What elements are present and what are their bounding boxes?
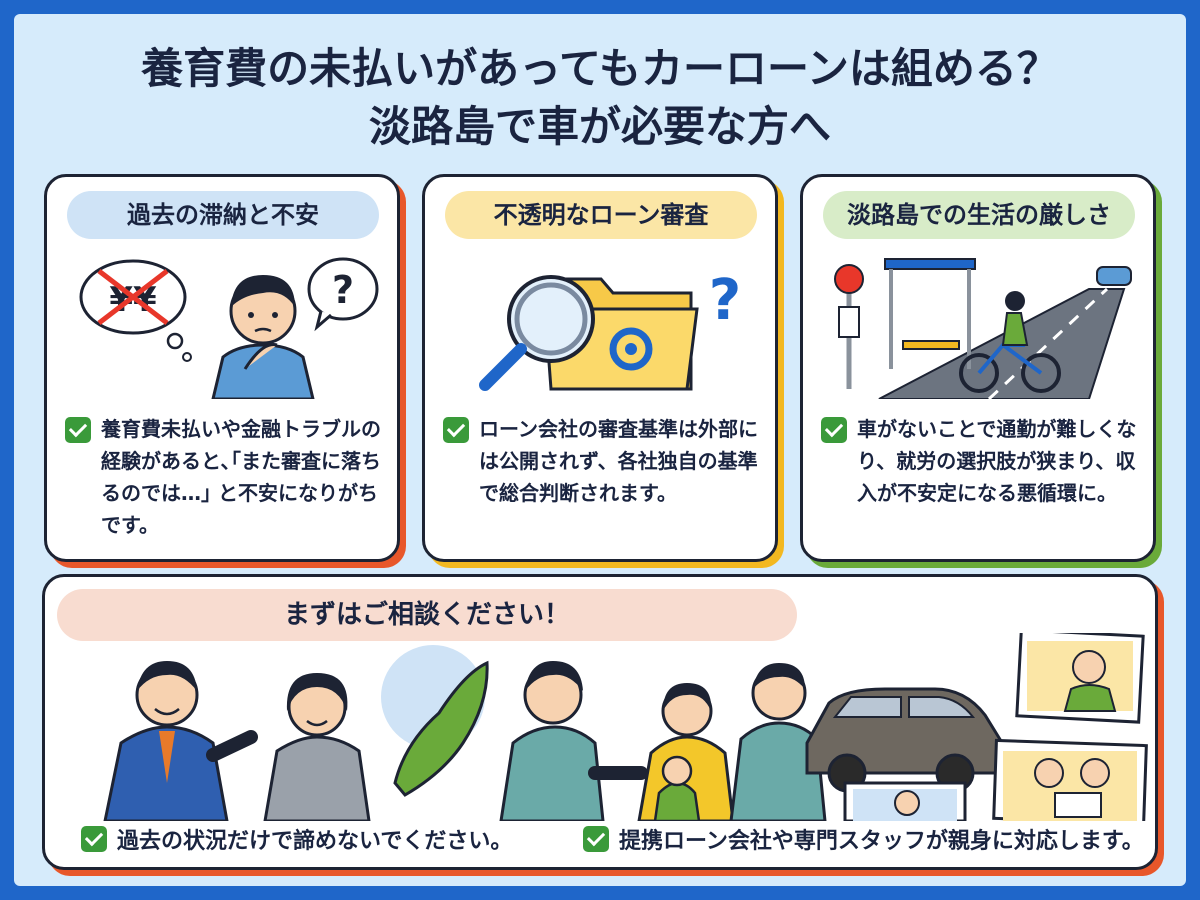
- staff-man-icon: [103, 661, 258, 821]
- car-icon: [1096, 266, 1132, 286]
- checkmark-icon: [583, 826, 609, 852]
- card-2-heading: 不透明なローン審査: [445, 191, 757, 239]
- card-3-text: 車がないことで通勤が難しくなり、就労の選択肢が狭まり、収入が不安定になる悪循環に…: [857, 417, 1137, 505]
- card-1-heading: 過去の滞納と不安: [67, 191, 379, 239]
- title-line-2: 淡路島で車が必要な方へ: [368, 102, 831, 151]
- family-icon: [637, 663, 827, 821]
- question-icon: ?: [307, 257, 379, 332]
- card-opaque-review: 不透明なローン審査 ? ローン会社の審査基準は外部には公開されず、各社独自の基準…: [422, 174, 778, 562]
- card-2-body: ローン会社の審査基準は外部には公開されず、各社独自の基準で総合判断されます。: [443, 413, 763, 509]
- consultation-panel: まずはご相談ください！: [42, 574, 1158, 870]
- point-1: 過去の状況だけで諦めないでください。: [81, 823, 512, 855]
- magnifier-icon: [479, 275, 595, 391]
- checkmark-icon: [81, 826, 107, 852]
- svg-text:?: ?: [332, 268, 354, 312]
- point-2-text: 提携ローン会社や専門スタッフが親身に対応します。: [619, 829, 1144, 854]
- card-3-heading: 淡路島での生活の厳しさ: [823, 191, 1135, 239]
- staff-woman-icon: [263, 673, 371, 821]
- folder-magnifier-illustration: ?: [479, 268, 741, 391]
- consultation-banner: まずはご相談ください！: [57, 589, 797, 641]
- consultation-illustration: [103, 633, 1148, 821]
- card-1-text: 養育費未払いや金融トラブルの経験があると､｢また審査に落ちるのでは…｣ と不安に…: [101, 417, 381, 537]
- checkmark-icon: [821, 417, 847, 443]
- checkmark-icon: [443, 417, 469, 443]
- yen-thought-icon: ¥¥: [79, 259, 192, 362]
- map-icon: [381, 645, 489, 797]
- card-2-text: ローン会社の審査基準は外部には公開されず、各社独自の基準で総合判断されます。: [479, 417, 758, 505]
- car-icon: [805, 687, 1003, 793]
- bus-stop-icon: [834, 258, 976, 389]
- bicycle-icon: [959, 291, 1061, 393]
- checkmark-icon: [65, 417, 91, 443]
- point-2: 提携ローン会社や専門スタッフが親身に対応します。: [583, 823, 1144, 855]
- question-icon: ?: [709, 268, 741, 333]
- point-1-text: 過去の状況だけで諦めないでください。: [117, 829, 513, 854]
- card-1-body: 養育費未払いや金融トラブルの経験があると､｢また審査に落ちるのでは…｣ と不安に…: [65, 413, 385, 541]
- photo-woman-keys-2: [843, 781, 967, 821]
- photo-woman-keys: [1015, 633, 1145, 724]
- person-icon: [211, 275, 315, 399]
- card-past-arrears: 過去の滞納と不安 ¥¥ ?: [44, 174, 400, 562]
- card-3-body: 車がないことで通勤が難しくなり、就労の選択肢が狭まり、収入が不安定になる悪循環に…: [821, 413, 1141, 509]
- worried-person-illustration: ¥¥ ?: [79, 257, 379, 399]
- title-line-1: 養育費の未払いがあってもカーローンは組める？: [141, 44, 1059, 93]
- card-island-life: 淡路島での生活の厳しさ: [800, 174, 1156, 562]
- page-title: 養育費の未払いがあってもカーローンは組める？ 淡路島で車が必要な方へ: [14, 40, 1186, 156]
- bus-stop-road-illustration: [834, 258, 1132, 399]
- infographic-canvas: 養育費の未払いがあってもカーローンは組める？ 淡路島で車が必要な方へ 過去の滞納…: [14, 14, 1186, 886]
- handshake-staff-icon: [499, 661, 648, 821]
- photo-elderly-couple: [992, 738, 1148, 821]
